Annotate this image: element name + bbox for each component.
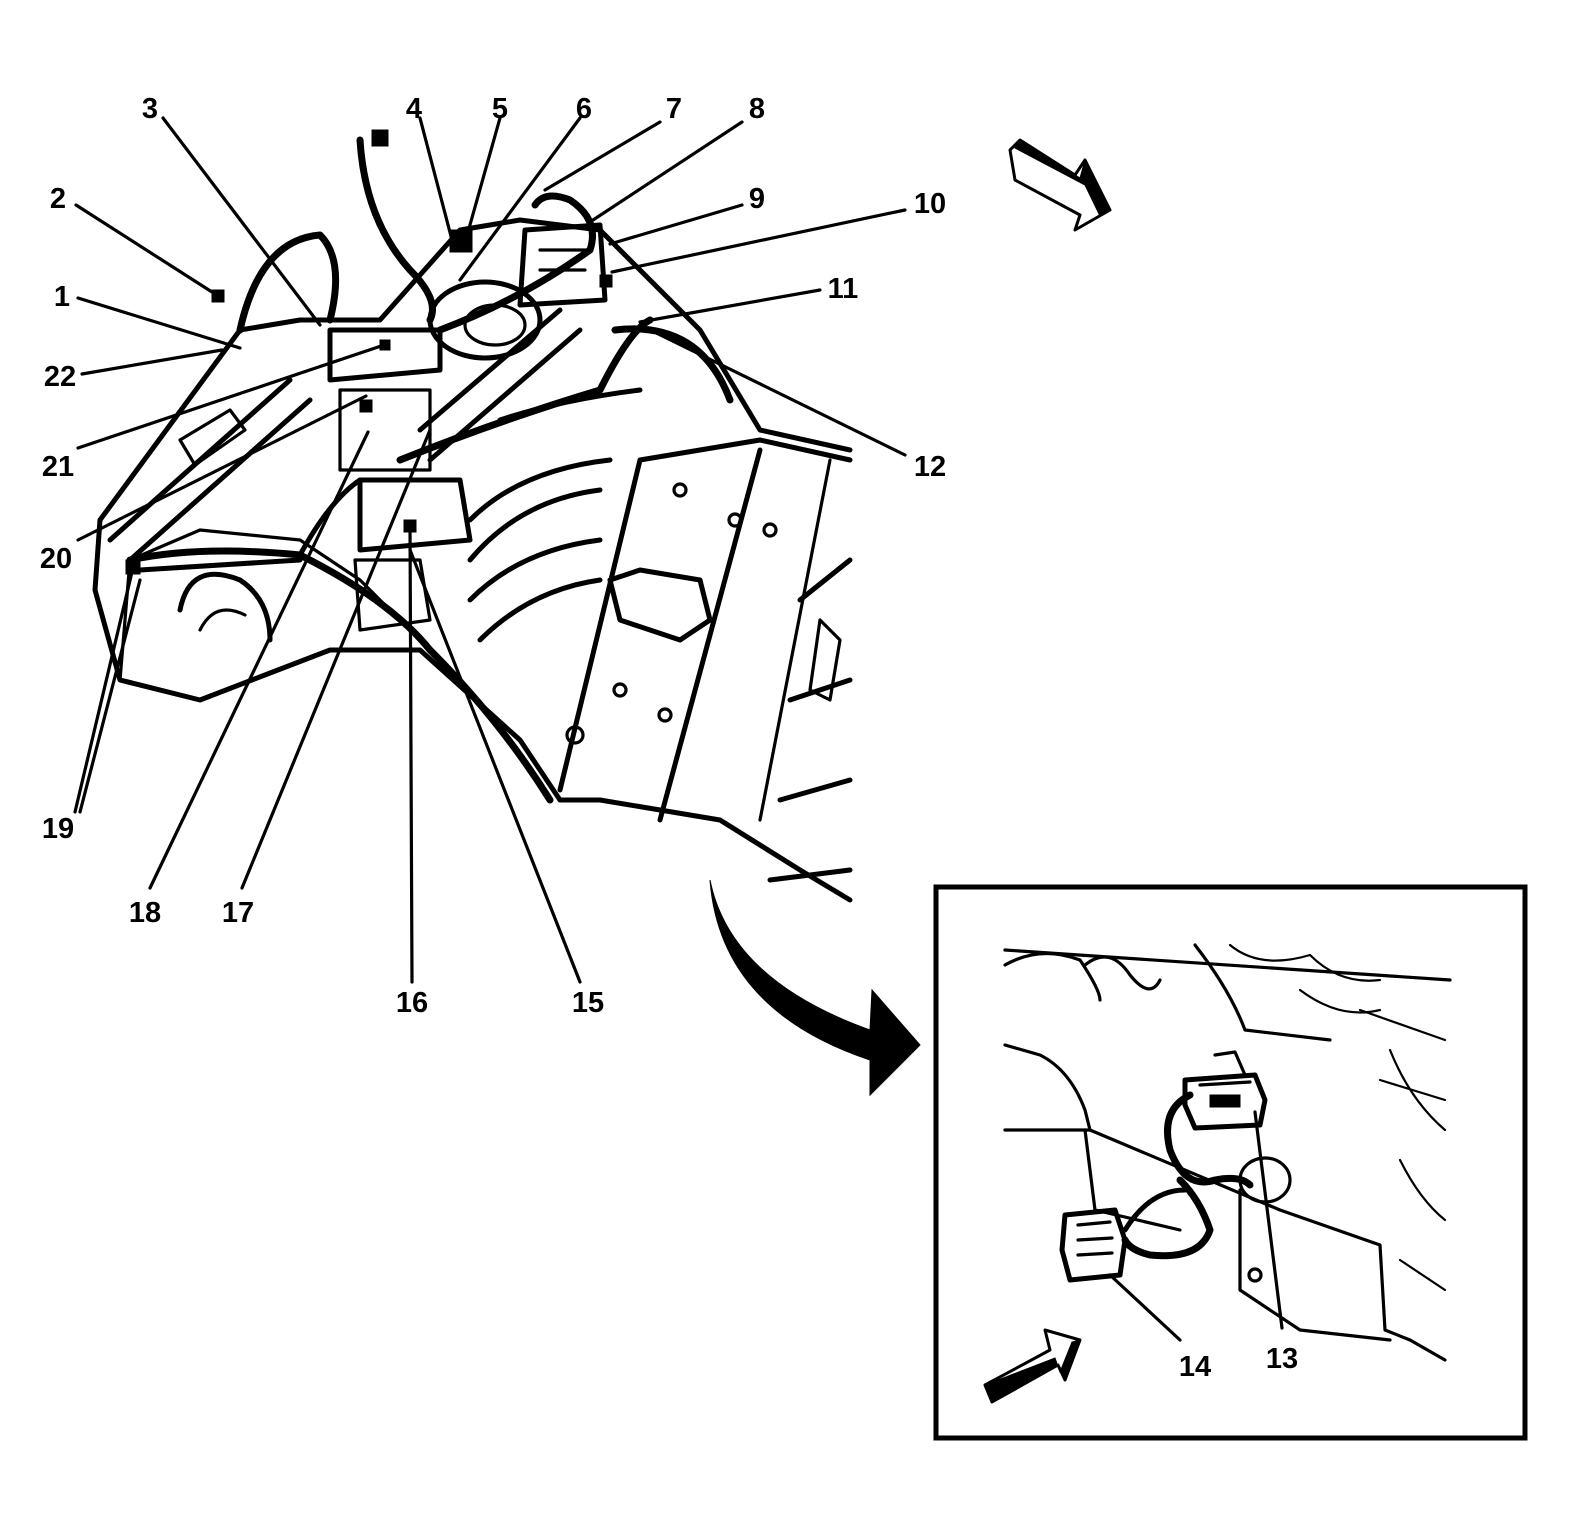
- callout-12: 12: [914, 451, 946, 483]
- callout-labels: 1 2 3 4 5 6 7 8 9 10 11 12 13 14 15 16 1…: [40, 93, 1298, 1383]
- callout-14: 14: [1179, 1351, 1211, 1383]
- callout-17: 17: [222, 897, 254, 929]
- callout-16: 16: [396, 987, 428, 1019]
- callout-1: 1: [54, 281, 70, 313]
- callout-15: 15: [572, 987, 604, 1019]
- callout-19: 19: [42, 813, 74, 845]
- callout-13: 13: [1266, 1343, 1298, 1375]
- callout-7: 7: [666, 93, 682, 125]
- forward-direction-arrow-icon: [983, 1328, 1082, 1404]
- forward-direction-arrow-icon: [1008, 138, 1112, 232]
- callout-6: 6: [576, 93, 592, 125]
- callout-22: 22: [44, 361, 76, 393]
- curved-detail-arrow-icon: [709, 879, 921, 1097]
- vehicle-underbody-illustration: [92, 129, 853, 903]
- callout-18: 18: [129, 897, 161, 929]
- leader-lines: [73, 116, 1284, 1342]
- callout-20: 20: [40, 543, 72, 575]
- callout-9: 9: [749, 183, 765, 215]
- callout-2: 2: [50, 183, 66, 215]
- callout-21: 21: [42, 451, 74, 483]
- callout-10: 10: [914, 188, 946, 220]
- callout-8: 8: [749, 93, 765, 125]
- callout-4: 4: [406, 93, 422, 125]
- callout-11: 11: [828, 273, 859, 305]
- callout-3: 3: [142, 93, 158, 125]
- callout-5: 5: [492, 93, 508, 125]
- detail-inset: [933, 884, 1528, 1441]
